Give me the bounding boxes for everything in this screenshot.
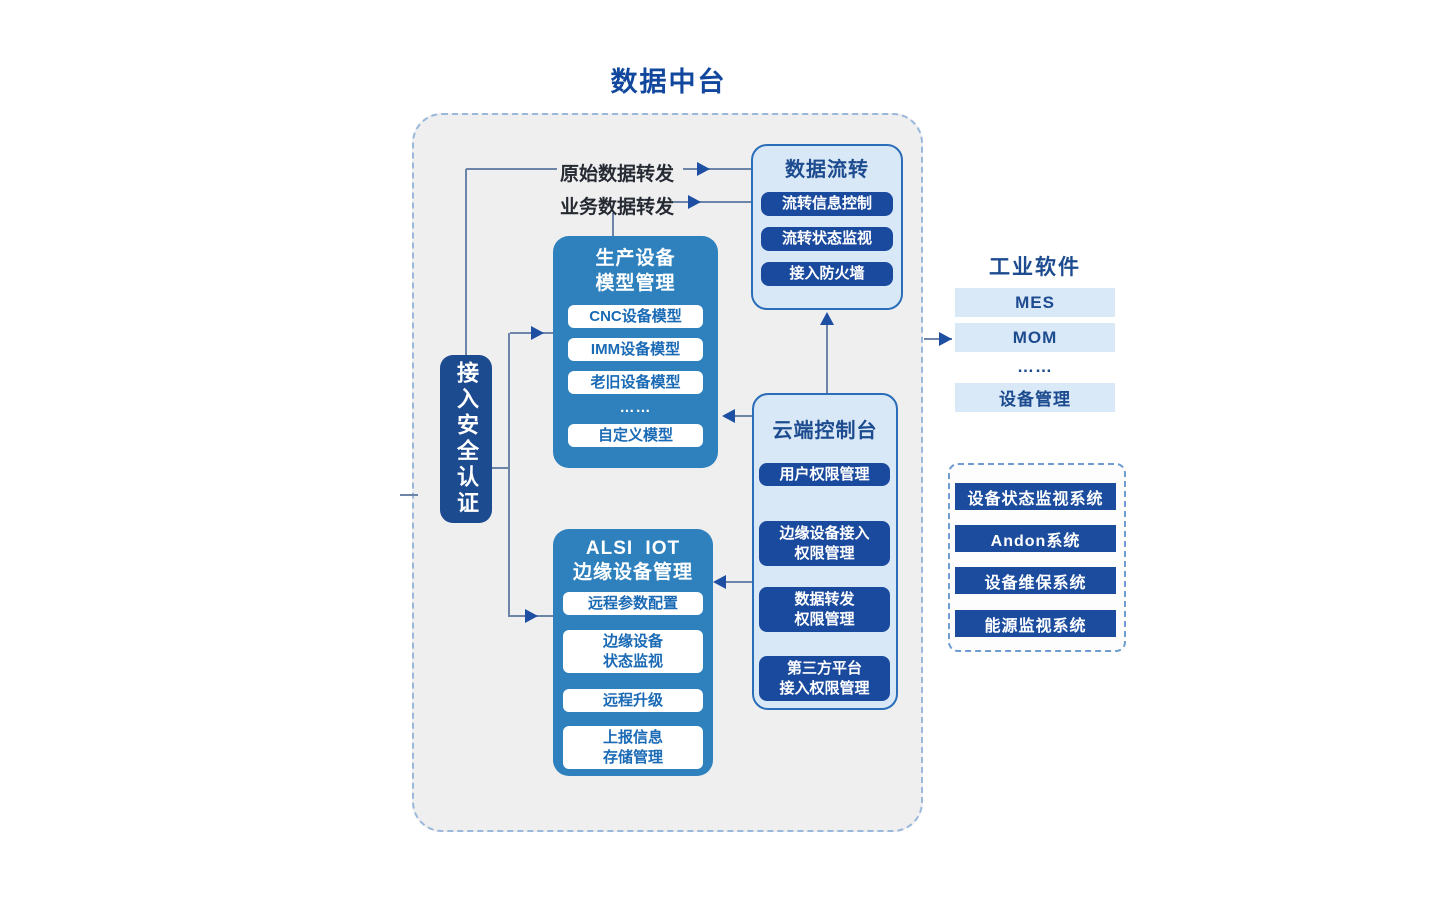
cloud-console-title: 云端控制台 bbox=[772, 420, 878, 442]
label-raw-data-forward: 原始数据转发 bbox=[559, 164, 674, 185]
connector-raw-left bbox=[466, 168, 557, 170]
connector-trunk-vertical bbox=[508, 333, 510, 617]
edge-mgmt-item: 远程参数配置 bbox=[563, 592, 703, 615]
edge-mgmt-item: 远程升级 bbox=[563, 689, 703, 712]
industrial-software-item: MOM bbox=[955, 323, 1115, 352]
industrial-software-item: MES bbox=[955, 288, 1115, 317]
connector-business-down bbox=[612, 213, 614, 237]
arrow-cloud-dataflow-icon bbox=[820, 312, 834, 325]
device-model-title: 生产设备 模型管理 bbox=[595, 248, 676, 294]
industrial-software-ellipsis: …… bbox=[1017, 357, 1053, 376]
connector-cloud-edge bbox=[715, 581, 752, 583]
page-title: 数据中台 bbox=[610, 67, 727, 97]
device-model-ellipsis: …… bbox=[619, 399, 652, 416]
arrow-raw-icon bbox=[697, 162, 710, 176]
connector-business-right bbox=[672, 201, 751, 203]
data-flow-item: 流转信息控制 bbox=[761, 192, 893, 216]
data-flow-item: 接入防火墙 bbox=[761, 262, 893, 286]
connector-cloud-devicemodel bbox=[724, 415, 752, 417]
cloud-console-item: 边缘设备接入 权限管理 bbox=[759, 521, 890, 566]
connector-external-stub bbox=[400, 494, 418, 496]
industrial-software-item: 设备管理 bbox=[955, 383, 1115, 412]
cloud-console-item: 第三方平台 接入权限管理 bbox=[759, 656, 890, 701]
connector-to-industrial bbox=[924, 338, 952, 340]
industrial-software-title: 工业软件 bbox=[989, 256, 1081, 279]
external-system-item: 设备状态监视系统 bbox=[955, 483, 1116, 510]
connector-auth-right bbox=[492, 467, 510, 469]
data-flow-title: 数据流转 bbox=[785, 159, 869, 181]
external-system-item: 能源监视系统 bbox=[955, 610, 1116, 637]
label-business-data-forward: 业务数据转发 bbox=[559, 197, 674, 218]
arrow-edge-mgmt-icon bbox=[525, 609, 538, 623]
device-model-item: 自定义模型 bbox=[568, 424, 703, 447]
data-flow-item: 流转状态监视 bbox=[761, 227, 893, 251]
auth-box: 接入安全认证 bbox=[440, 355, 492, 523]
device-model-item: 老旧设备模型 bbox=[568, 371, 703, 394]
arrow-device-model-icon bbox=[531, 326, 544, 340]
connector-cloud-dataflow bbox=[826, 316, 828, 393]
connector-auth-up bbox=[465, 169, 467, 356]
external-system-item: 设备维保系统 bbox=[955, 567, 1116, 594]
cloud-console-item: 数据转发 权限管理 bbox=[759, 587, 890, 632]
auth-label: 接入安全认证 bbox=[454, 361, 479, 517]
connector-raw-right bbox=[683, 168, 751, 170]
arrow-business-icon bbox=[688, 195, 701, 209]
device-model-item: IMM设备模型 bbox=[568, 338, 703, 361]
device-model-item: CNC设备模型 bbox=[568, 305, 703, 328]
arrow-industrial-icon bbox=[939, 332, 952, 346]
edge-mgmt-item: 边缘设备 状态监视 bbox=[563, 630, 703, 673]
arrow-cloud-edge-icon bbox=[713, 575, 726, 589]
edge-mgmt-title: ALSI IOT 边缘设备管理 bbox=[572, 538, 693, 583]
arrow-cloud-devicemodel-icon bbox=[722, 409, 735, 423]
edge-mgmt-item: 上报信息 存储管理 bbox=[563, 726, 703, 769]
external-system-item: Andon系统 bbox=[955, 525, 1116, 552]
cloud-console-item: 用户权限管理 bbox=[759, 463, 890, 486]
